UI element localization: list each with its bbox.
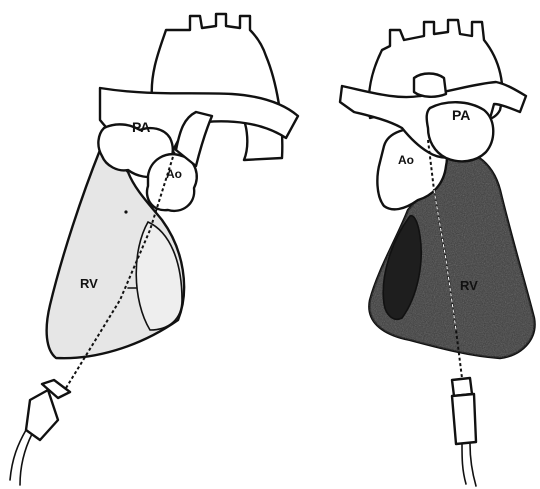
left-heart-diagram: PA Ao RV: [10, 14, 298, 485]
left-label-ao: Ao: [166, 167, 182, 181]
left-label-pa: PA: [132, 119, 150, 135]
right-label-ao: Ao: [398, 153, 414, 167]
right-label-pa: PA: [452, 107, 470, 123]
left-catheter-handle: [10, 380, 70, 485]
left-label-rv: RV: [80, 276, 98, 291]
right-heart-diagram: PA Ao RV: [340, 20, 535, 486]
right-catheter-handle: [452, 378, 476, 486]
right-label-rv: RV: [460, 278, 478, 293]
left-rv-face: [136, 222, 182, 330]
right-aorta-stem: [414, 74, 446, 97]
